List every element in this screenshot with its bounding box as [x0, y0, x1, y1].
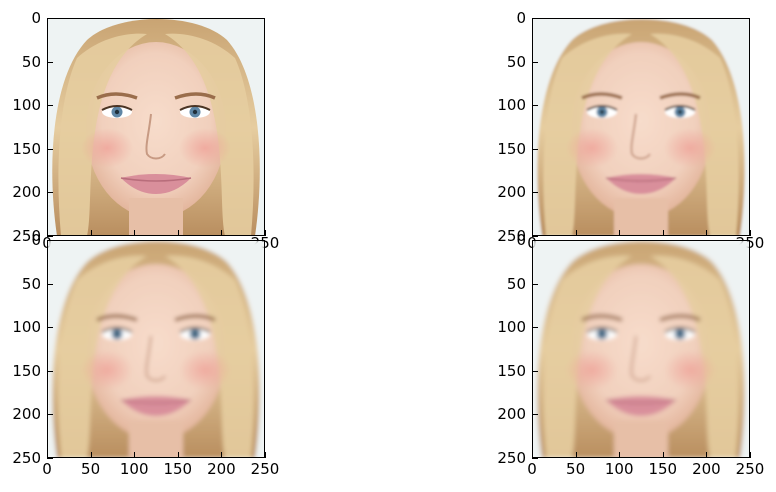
x-tick-mark [47, 452, 48, 458]
x-tick-label: 0 [527, 460, 537, 478]
y-tick-mark [47, 61, 53, 63]
x-tick-label: 100 [604, 460, 634, 478]
y-tick-mark [47, 458, 53, 459]
x-tick-mark [706, 230, 708, 236]
image-panel-top-right: 0501001502002500250 [497, 11, 764, 251]
y-tick-label: 0 [516, 231, 526, 249]
y-tick-label: 50 [21, 274, 41, 293]
x-tick-label: 200 [207, 460, 236, 478]
y-tick-label: 50 [21, 52, 41, 71]
y-tick-label: 0 [31, 9, 41, 27]
y-tick-label: 150 [12, 361, 41, 380]
face-image [532, 240, 750, 458]
axes-frame [532, 18, 750, 236]
y-tick-mark [532, 370, 538, 372]
x-tick-label: 100 [119, 460, 149, 478]
y-tick-mark [532, 458, 538, 459]
y-tick-mark [47, 236, 53, 237]
y-tick-mark [532, 327, 538, 329]
y-tick-label: 50 [506, 274, 526, 293]
y-tick-mark [532, 18, 538, 19]
y-tick-label: 250 [497, 449, 526, 467]
y-tick-mark [47, 105, 53, 107]
x-tick-mark [221, 452, 223, 458]
x-tick-label: 150 [648, 460, 678, 478]
y-tick-mark [47, 192, 53, 194]
y-tick-label: 0 [516, 9, 526, 27]
y-tick-label: 0 [31, 231, 41, 249]
x-tick-mark [619, 452, 621, 458]
y-tick-mark [532, 414, 538, 416]
y-tick-label: 50 [506, 52, 526, 71]
x-tick-mark [750, 452, 751, 458]
face-image [47, 240, 265, 458]
x-tick-mark [662, 230, 664, 236]
x-tick-label: 0 [42, 460, 52, 478]
y-tick-mark [47, 414, 53, 416]
x-tick-mark [177, 230, 179, 236]
x-tick-mark [662, 452, 664, 458]
x-tick-label: 50 [81, 460, 101, 478]
y-tick-mark [47, 18, 53, 19]
x-tick-mark [532, 452, 533, 458]
x-tick-mark [532, 230, 533, 236]
x-tick-mark [47, 230, 48, 236]
x-tick-label: 200 [692, 460, 721, 478]
x-tick-label: 250 [735, 460, 765, 478]
y-tick-label: 200 [12, 183, 41, 202]
y-tick-mark [47, 370, 53, 372]
x-tick-mark [265, 452, 266, 458]
x-tick-mark [221, 230, 223, 236]
x-tick-mark [265, 230, 266, 236]
x-tick-mark [90, 230, 92, 236]
x-tick-mark [750, 230, 751, 236]
x-tick-mark [134, 452, 136, 458]
x-tick-mark [134, 230, 136, 236]
x-tick-mark [619, 230, 621, 236]
y-tick-mark [47, 327, 53, 329]
face-image [532, 18, 750, 236]
x-tick-label: 250 [250, 460, 280, 478]
axes-frame [47, 18, 265, 236]
y-tick-label: 100 [12, 318, 41, 337]
y-tick-mark [532, 236, 538, 237]
x-tick-label: 0 [527, 234, 537, 252]
y-tick-mark [532, 240, 538, 241]
x-tick-mark [706, 452, 708, 458]
y-tick-label: 200 [497, 405, 526, 424]
x-tick-label: 0 [42, 234, 52, 252]
y-tick-label: 100 [12, 96, 41, 115]
y-tick-label: 200 [497, 183, 526, 202]
y-tick-mark [532, 283, 538, 285]
x-tick-label: 150 [163, 460, 193, 478]
y-tick-label: 150 [12, 139, 41, 158]
y-tick-mark [47, 240, 53, 241]
x-tick-mark [90, 452, 92, 458]
face-image [47, 18, 265, 236]
x-tick-mark [177, 452, 179, 458]
y-tick-mark [47, 148, 53, 150]
image-panel-top-left: 0501001502002500250 [12, 11, 279, 251]
y-tick-label: 250 [497, 227, 526, 245]
y-tick-mark [532, 61, 538, 63]
axes-frame [47, 240, 265, 458]
y-tick-label: 200 [12, 405, 41, 424]
y-tick-label: 250 [12, 227, 41, 245]
y-tick-label: 250 [12, 449, 41, 467]
x-tick-mark [575, 452, 577, 458]
axes-frame [532, 240, 750, 458]
y-tick-mark [532, 148, 538, 150]
y-tick-mark [532, 192, 538, 194]
y-tick-label: 150 [497, 361, 526, 380]
y-tick-label: 150 [497, 139, 526, 158]
x-tick-label: 50 [566, 460, 586, 478]
y-tick-mark [532, 105, 538, 107]
y-tick-label: 100 [497, 96, 526, 115]
y-tick-mark [47, 283, 53, 285]
x-tick-mark [575, 230, 577, 236]
y-tick-label: 100 [497, 318, 526, 337]
